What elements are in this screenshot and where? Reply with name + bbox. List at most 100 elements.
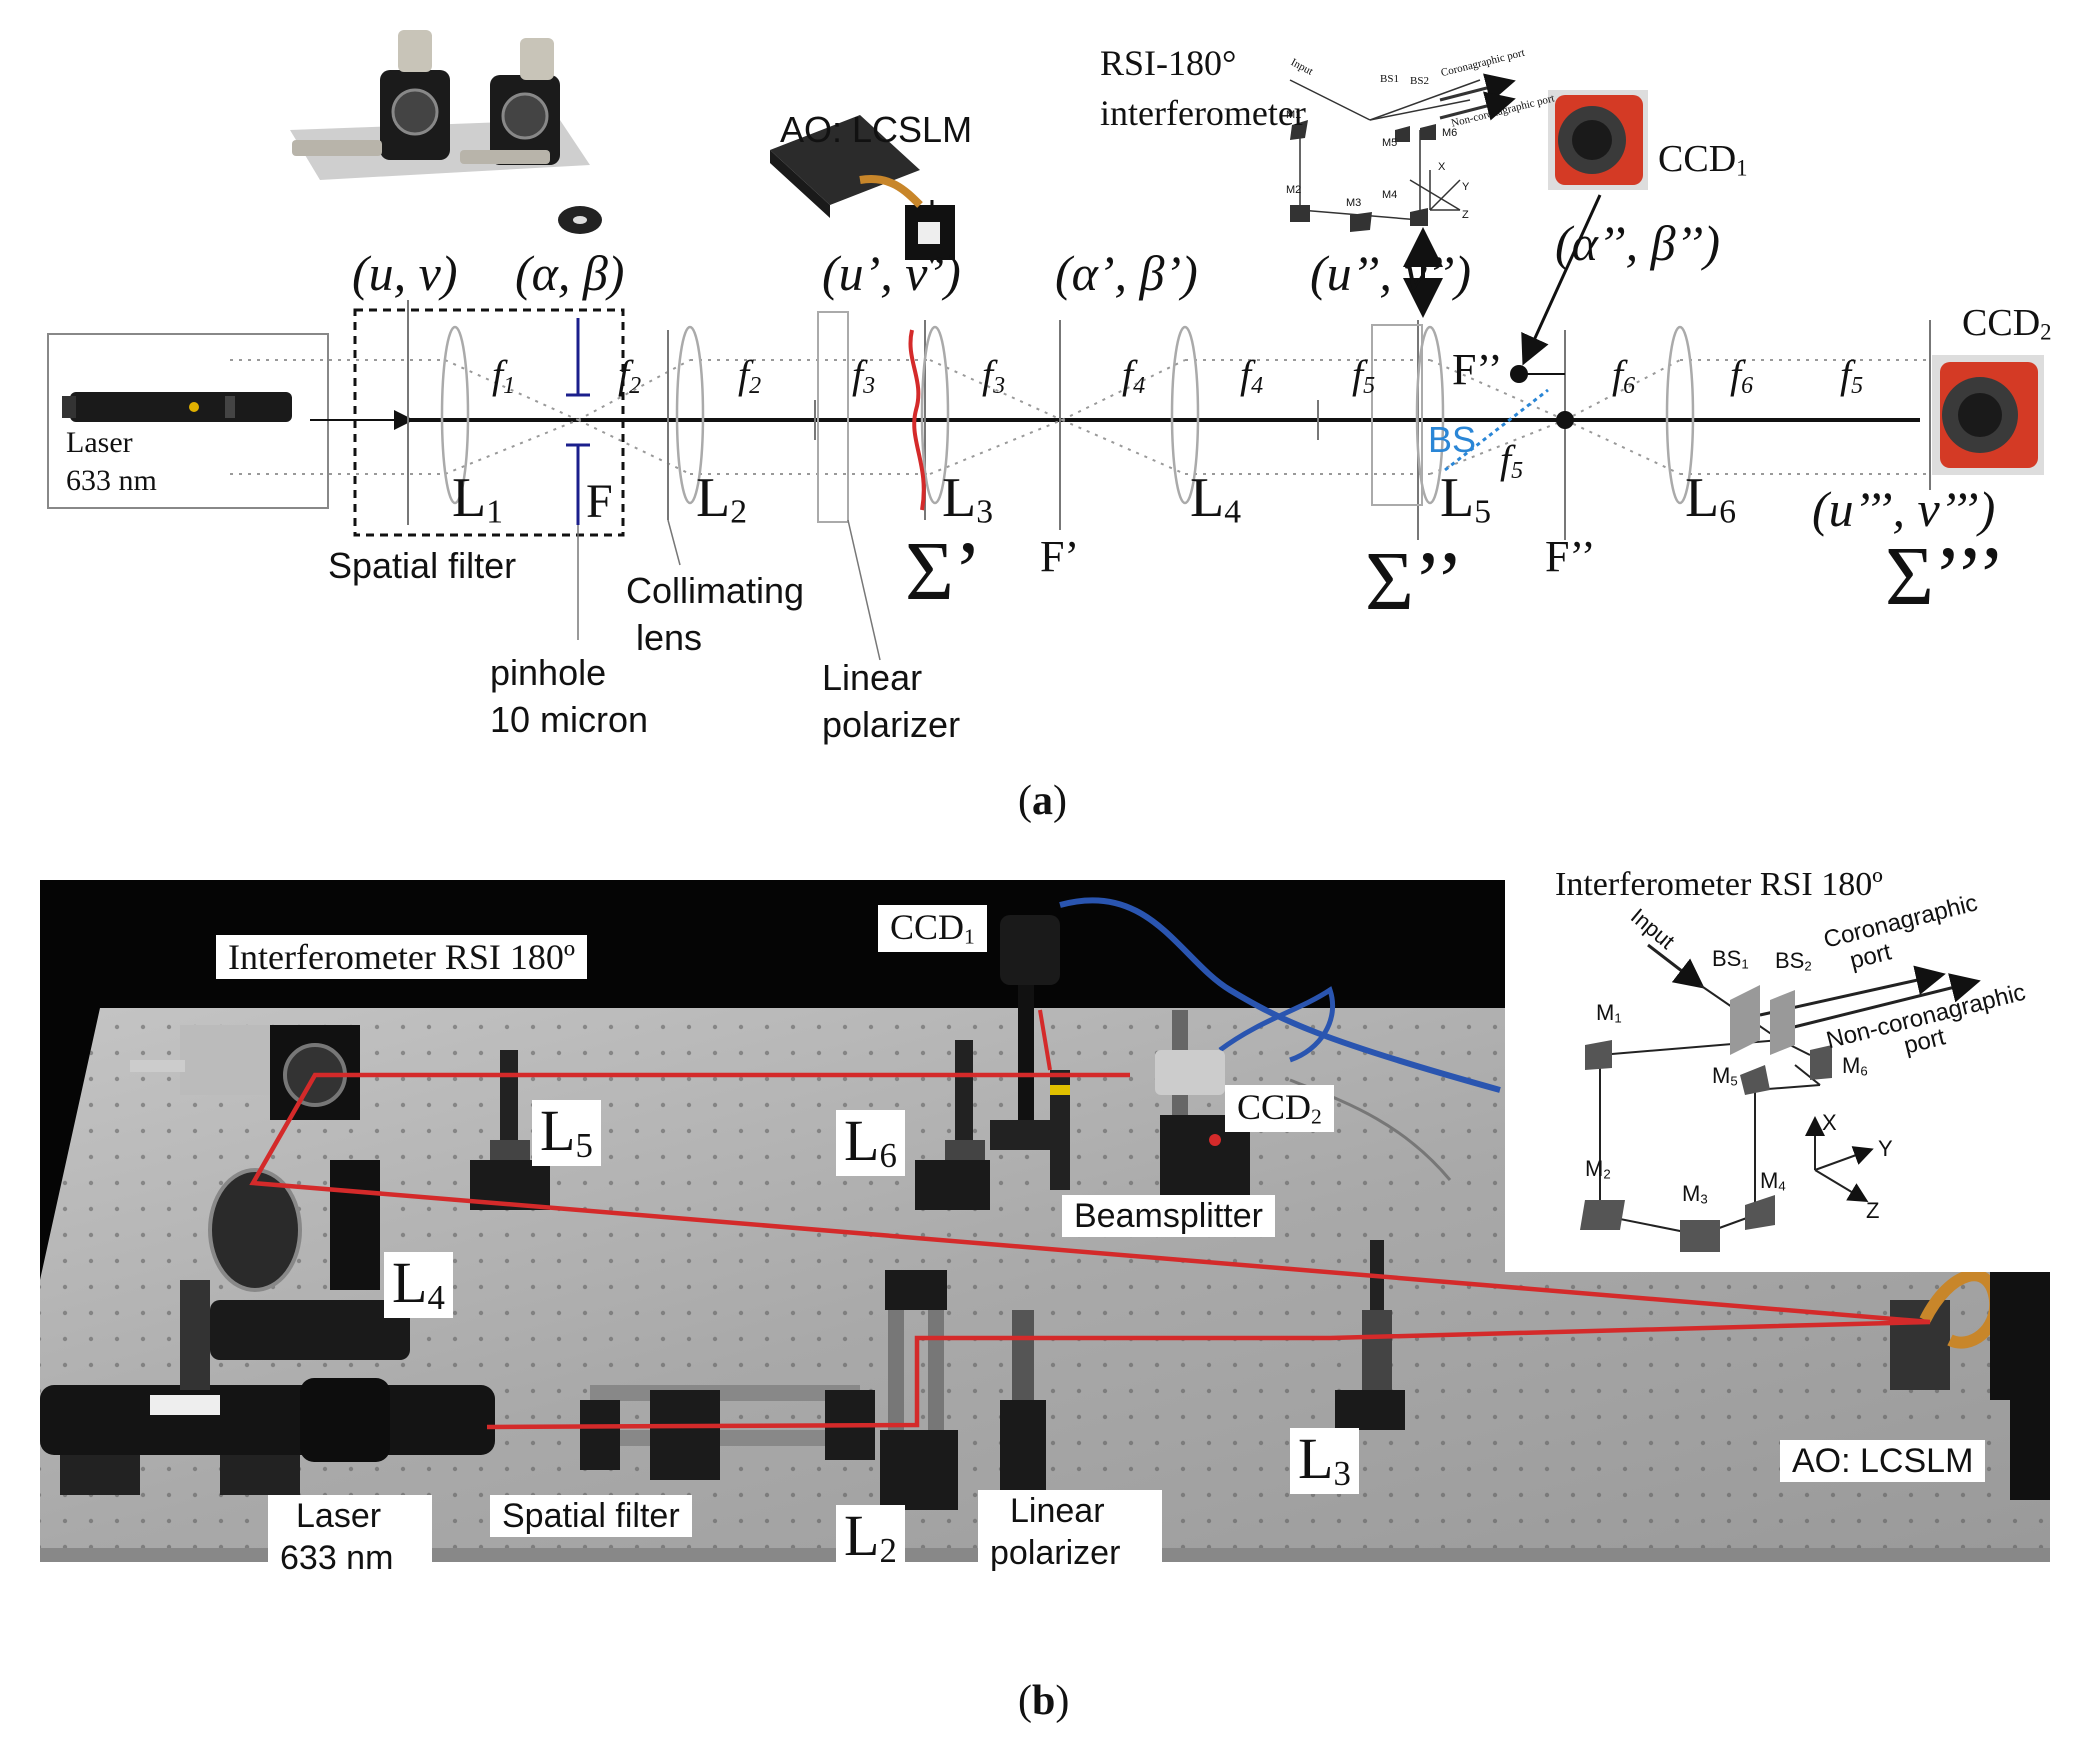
rsi-label-line1: RSI-180° — [1100, 43, 1237, 83]
label-L2: L2 — [836, 1505, 905, 1571]
lens-L3 — [920, 325, 950, 505]
rsi-input-box — [1371, 324, 1423, 506]
ccd2-camera-photo — [1932, 355, 2044, 475]
lens-L1 — [440, 325, 470, 505]
label-L4: L4 — [384, 1252, 453, 1318]
focal-label-f1: f1 — [492, 352, 516, 399]
focus-label-F2: F’’ — [1545, 532, 1596, 581]
focal-label-f2a: f2 — [618, 352, 642, 399]
mini-rsi-bs2: BS2 — [1410, 75, 1429, 87]
label-interferometer: Interferometer RSI 180º — [216, 935, 588, 979]
mini-rsi-m6: M6 — [1442, 127, 1458, 139]
inset-m6: M6 — [1842, 1053, 1868, 1079]
label-linear-polarizer: Linear polarizer — [978, 1490, 1162, 1584]
l5-mount-photo — [470, 1050, 550, 1210]
caption-a: (a) — [1018, 778, 1067, 824]
focus-point-axis — [1556, 411, 1574, 429]
lens-label-L4: L4 — [1190, 467, 1242, 531]
label-L6: L6 — [836, 1110, 905, 1176]
label-laser-line2: 633 nm — [280, 1539, 394, 1577]
label-spatial-filter: Spatial filter — [490, 1495, 692, 1537]
callout-collimating: Collimating — [626, 570, 805, 611]
lens-L5 — [1415, 325, 1445, 505]
mini-rsi-schematic — [1289, 73, 1516, 221]
inset-m4: M4 — [1760, 1168, 1786, 1194]
mini-rsi-z: Z — [1462, 209, 1469, 221]
polarizer-mount-photo — [1000, 1310, 1046, 1490]
focal-label-f5b: f5 — [1500, 437, 1524, 484]
lcslm-wavefront — [908, 329, 926, 511]
pinhole-icon — [566, 318, 590, 525]
bs-label: BS — [1428, 419, 1477, 460]
cable — [1059, 897, 1501, 1093]
lens-L2 — [675, 325, 705, 505]
ccd1-arrow — [1521, 194, 1602, 366]
bs-line — [1444, 388, 1549, 472]
inset-m2: M2 — [1585, 1156, 1611, 1182]
focal-label-f5c: f5 — [1840, 352, 1864, 399]
lens-label-L3: L3 — [942, 467, 994, 531]
ccd1-label: CCD1 — [1658, 138, 1748, 181]
lenses — [440, 325, 1695, 505]
mini-rsi-m2: M2 — [1286, 184, 1302, 196]
spatial-filter-box — [353, 308, 625, 537]
laser-beam-path — [249, 1072, 1931, 1430]
plane-label-u2v2: (u’’, v’’) — [1310, 245, 1472, 301]
plane-label-u1v1: (u’, v’) — [822, 245, 961, 301]
l6-mount-photo — [915, 1040, 990, 1210]
label-ccd1: CCD1 — [878, 905, 987, 952]
mini-rsi-m3: M3 — [1346, 197, 1362, 209]
label-beamsplitter: Beamsplitter — [1062, 1195, 1275, 1237]
callout-polarizer: polarizer — [822, 704, 961, 745]
callout-spatial-filter: Spatial filter — [328, 545, 517, 586]
plane-label-sigma1: Σ’ — [905, 525, 982, 618]
plane-label-sigma2: Σ’’ — [1365, 535, 1464, 628]
focus-label-F: F — [586, 475, 613, 528]
ccd1-post-photo — [990, 915, 1070, 1190]
laser-label: Laser — [66, 426, 133, 459]
lens-label-L5: L5 — [1440, 467, 1492, 531]
label-L3: L3 — [1290, 1428, 1359, 1494]
ao-lcslm-label: AO: LCSLM — [780, 109, 973, 150]
focal-label-f5a: f5 — [1352, 352, 1376, 399]
laser-device-icon — [62, 392, 292, 422]
mini-rsi-m4: M4 — [1382, 189, 1398, 201]
spatial-filter-mount-photo — [290, 30, 602, 234]
spatial-filter-photo — [580, 1385, 875, 1480]
callout-pinhole-size: 10 micron — [490, 699, 649, 740]
l4-mount-photo — [180, 1160, 410, 1390]
laser-tube-photo — [40, 1378, 495, 1495]
ccd2-label: CCD2 — [1962, 302, 2052, 345]
inset-axis-x: X — [1822, 1110, 1837, 1135]
rsi-inset-optics — [1580, 985, 1832, 1252]
laser-wavelength-label: 633 nm — [66, 464, 157, 497]
label-laser: Laser 633 nm — [268, 1495, 432, 1589]
plane-label-sigma3: Σ’’’ — [1885, 530, 2006, 623]
focal-label-f4a: f4 — [1122, 352, 1146, 399]
label-ccd2: CCD2 — [1225, 1085, 1334, 1132]
inset-axis-y: Y — [1878, 1136, 1893, 1161]
focal-label-f6a: f6 — [1612, 352, 1636, 399]
l2-mount-photo — [880, 1270, 958, 1510]
inset-bs2: BS2 — [1775, 948, 1812, 974]
callout-pinhole: pinhole — [490, 652, 607, 693]
rsi-label-line2: interferometer — [1100, 93, 1306, 133]
mini-rsi-bs1: BS1 — [1380, 73, 1399, 85]
beam-envelope — [230, 359, 1930, 475]
panel-a-diagram — [47, 30, 2044, 661]
inset-axis-z: Z — [1866, 1198, 1880, 1223]
lens-label-L1: L1 — [452, 467, 504, 531]
focus-label-F2-top: F’’ — [1452, 345, 1503, 394]
plane-label-u3v3: (u’’’, v’’’) — [1812, 481, 1996, 537]
callout-lens: lens — [636, 617, 703, 658]
lcslm-device-photo — [770, 115, 955, 260]
mini-rsi-x: X — [1438, 161, 1446, 173]
plane-label-a1b1: (α’, β’) — [1055, 245, 1198, 301]
label-laser-line1: Laser — [296, 1497, 382, 1535]
plane-label-ab: (α, β) — [515, 245, 625, 301]
mini-rsi-m1: M1 — [1286, 109, 1302, 121]
lens-label-L6: L6 — [1685, 467, 1737, 531]
caption-b: (b) — [1018, 1678, 1070, 1724]
l3-mount-photo — [1335, 1240, 1405, 1430]
